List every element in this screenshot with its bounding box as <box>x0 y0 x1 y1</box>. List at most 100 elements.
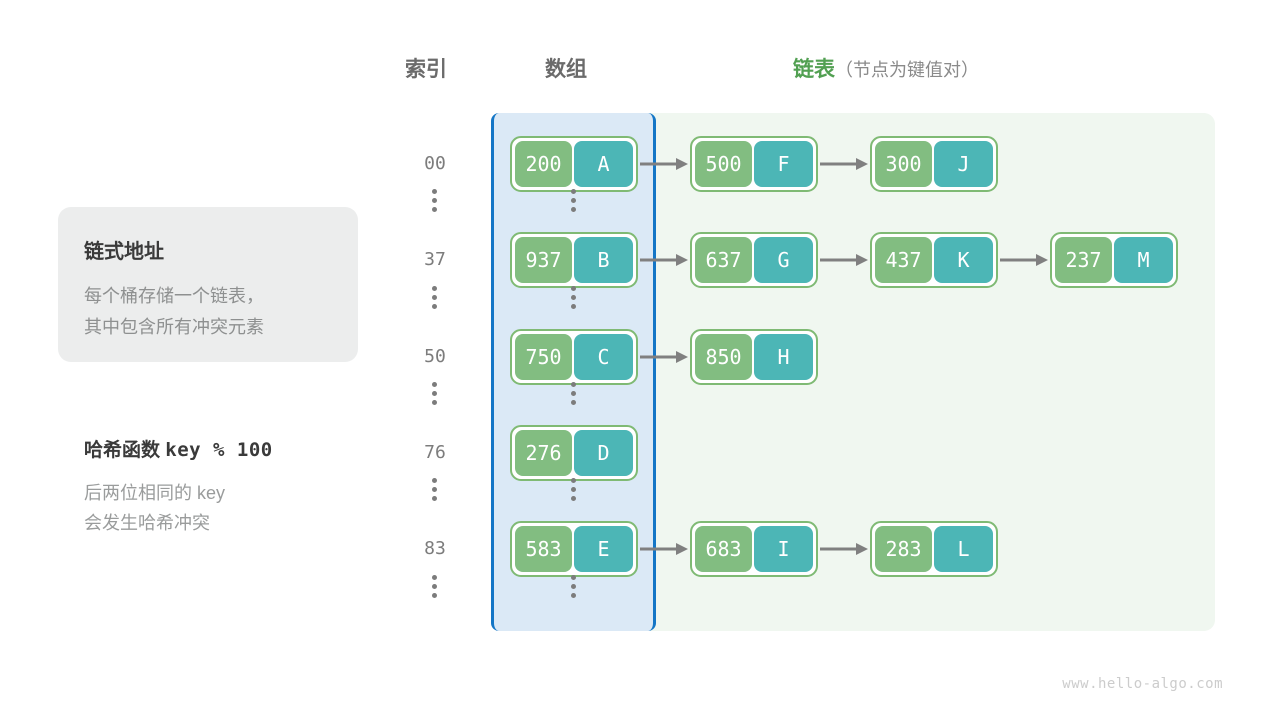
ellipsis-dot <box>432 478 437 483</box>
info-card-line-1: 每个桶存储一个链表， <box>84 286 264 306</box>
ellipsis-dot <box>571 391 576 396</box>
node-key: 300 <box>875 141 933 187</box>
bucket-index-label: 50 <box>424 346 446 367</box>
link-arrow-37-2 <box>1000 254 1048 266</box>
ellipsis-array-0 <box>571 189 576 212</box>
ellipsis-dot <box>432 295 437 300</box>
node-key: 683 <box>695 526 753 572</box>
node-value: K <box>934 237 993 283</box>
watermark: www.hello-algo.com <box>1062 676 1223 692</box>
ellipsis-dot <box>432 286 437 291</box>
node-key: 750 <box>515 334 573 380</box>
node-value: J <box>934 141 993 187</box>
link-arrow-83-1 <box>820 543 868 555</box>
column-heading-list: 链表（节点为键值对） <box>793 53 979 83</box>
info-card-title: 链式地址 <box>84 241 164 263</box>
ellipsis-dot <box>571 198 576 203</box>
ellipsis-index-2 <box>432 382 437 405</box>
link-arrow-83-0 <box>640 543 688 555</box>
ellipsis-dot <box>571 584 576 589</box>
hash-function-label: 哈希函数 <box>84 440 161 461</box>
node-value: B <box>574 237 633 283</box>
link-arrow-37-1 <box>820 254 868 266</box>
column-heading-index: 索引 <box>405 58 447 81</box>
node-key: 583 <box>515 526 573 572</box>
node-value: I <box>754 526 813 572</box>
ellipsis-index-1 <box>432 286 437 309</box>
ellipsis-dot <box>432 207 437 212</box>
link-arrow-00-0 <box>640 158 688 170</box>
node-value: D <box>574 430 633 476</box>
bucket-index-label: 76 <box>424 442 446 463</box>
ellipsis-dot <box>571 304 576 309</box>
ellipsis-dot <box>432 304 437 309</box>
ellipsis-index-0 <box>432 189 437 212</box>
ellipsis-dot <box>571 382 576 387</box>
hash-function-title: 哈希函数 key % 100 <box>84 435 273 462</box>
ellipsis-dot <box>432 391 437 396</box>
ellipsis-dot <box>571 295 576 300</box>
node-value: L <box>934 526 993 572</box>
ellipsis-dot <box>571 286 576 291</box>
ellipsis-dot <box>432 400 437 405</box>
ellipsis-dot <box>571 575 576 580</box>
ellipsis-dot <box>432 593 437 598</box>
node-key: 637 <box>695 237 753 283</box>
bucket-index-label: 00 <box>424 153 446 174</box>
node-value: F <box>754 141 813 187</box>
node-key: 276 <box>515 430 573 476</box>
node-value: G <box>754 237 813 283</box>
ellipsis-dot <box>432 584 437 589</box>
info-card: 链式地址 每个桶存储一个链表， 其中包含所有冲突元素 <box>58 207 358 362</box>
node-key: 850 <box>695 334 753 380</box>
node-value: H <box>754 334 813 380</box>
link-arrow-00-1 <box>820 158 868 170</box>
ellipsis-dot <box>571 487 576 492</box>
bucket-index-label: 37 <box>424 249 446 270</box>
column-heading-list-main: 链表 <box>793 58 835 81</box>
hash-function-block: 哈希函数 key % 100 后两位相同的 key 会发生哈希冲突 <box>84 435 273 538</box>
node-key: 937 <box>515 237 573 283</box>
column-heading-list-sub: （节点为键值对） <box>835 60 979 80</box>
node-key: 437 <box>875 237 933 283</box>
node-key: 283 <box>875 526 933 572</box>
ellipsis-dot <box>571 496 576 501</box>
hash-note-line-1: 后两位相同的 key <box>84 483 226 503</box>
ellipsis-array-3 <box>571 478 576 501</box>
ellipsis-dot <box>432 487 437 492</box>
ellipsis-dot <box>571 189 576 194</box>
ellipsis-dot <box>571 478 576 483</box>
node-value: C <box>574 334 633 380</box>
column-heading-array: 数组 <box>545 58 587 81</box>
link-arrow-50-0 <box>640 351 688 363</box>
hash-note-line-2: 会发生哈希冲突 <box>84 513 210 533</box>
ellipsis-dot <box>432 496 437 501</box>
ellipsis-dot <box>432 189 437 194</box>
ellipsis-dot <box>432 198 437 203</box>
node-key: 500 <box>695 141 753 187</box>
ellipsis-dot <box>571 207 576 212</box>
ellipsis-dot <box>432 382 437 387</box>
node-value: E <box>574 526 633 572</box>
ellipsis-array-4 <box>571 575 576 598</box>
hash-function-expression: key % 100 <box>165 439 273 461</box>
ellipsis-dot <box>571 593 576 598</box>
ellipsis-dot <box>571 400 576 405</box>
node-value: A <box>574 141 633 187</box>
ellipsis-index-4 <box>432 575 437 598</box>
node-key: 237 <box>1055 237 1113 283</box>
